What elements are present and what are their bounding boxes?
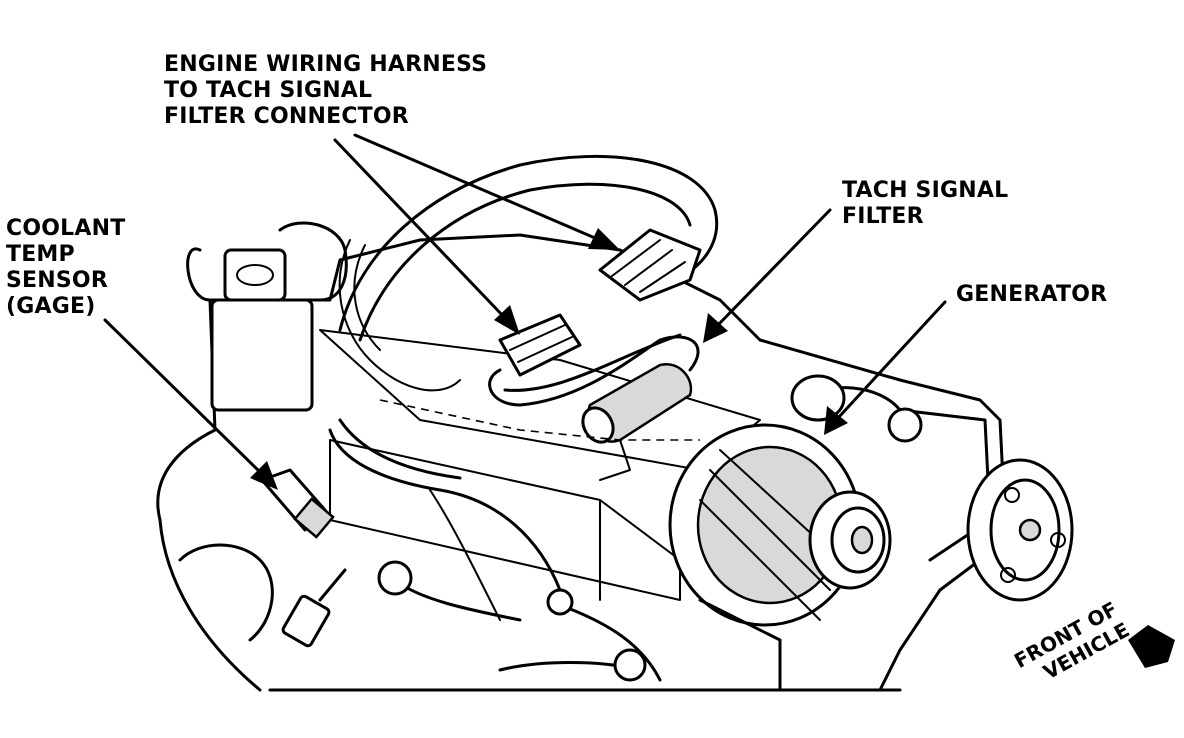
wire-bundle-2 [338, 418, 462, 480]
generator-label-text: GENERATOR [956, 282, 1108, 307]
harness-label-line-1: ENGINE WIRING HARNESS [164, 52, 488, 77]
coolant-label-line-3: SENSOR [6, 268, 108, 293]
fan-bolt-3 [1004, 487, 1020, 503]
harness-wrap-2 [353, 244, 381, 351]
lower-block-edge [158, 518, 262, 692]
coolant-label-line-4: (GAGE) [6, 294, 96, 319]
arrow-coolant-sensor [103, 318, 264, 476]
arrowhead-4 [824, 406, 848, 435]
fan-bolt-2 [1000, 567, 1016, 583]
wire-bundle-1 [328, 428, 562, 592]
coolant-label-line-2: TEMP [6, 242, 75, 267]
plug-wire-2 [558, 603, 662, 682]
plug-boot-2 [546, 588, 574, 616]
generator-shaft [850, 525, 874, 555]
harness-route-dash [379, 399, 700, 441]
harness-loop-outer [338, 155, 719, 332]
harness-loop-inner [358, 182, 692, 342]
coolant-label-line-1: COOLANT [6, 216, 126, 241]
left-exhaust [178, 543, 274, 642]
cap-right [887, 407, 923, 443]
filter-connector-shape [488, 313, 700, 407]
arrowhead-1 [494, 305, 520, 335]
harness-connector-label: ENGINE WIRING HARNESS TO TACH SIGNAL FIL… [164, 52, 487, 130]
arrow-tach-filter [716, 208, 832, 327]
arrow-harness-to-harness-conn [353, 133, 597, 240]
thermostat-housing [210, 298, 314, 412]
wire-bundle-3 [429, 489, 501, 621]
leader-lines [103, 133, 947, 490]
left-bolt [281, 594, 331, 648]
plug-wire-1 [393, 578, 522, 622]
tach-filter-shape [581, 362, 693, 481]
tach-label-line-2: FILTER [842, 204, 924, 229]
plug-boot-1 [377, 560, 413, 596]
arrowhead-3 [703, 313, 728, 343]
generator-shape [668, 423, 892, 692]
arrowhead-5 [250, 461, 278, 490]
fan-hub [1018, 518, 1042, 542]
harness-label-line-2: TO TACH SIGNAL [164, 78, 373, 103]
fitting-cap [236, 264, 274, 286]
arrow-harness-to-filter-conn [333, 138, 507, 320]
tach-label-line-1: TACH SIGNAL [842, 178, 1009, 203]
left-hose [186, 247, 212, 302]
harness-label-line-3: FILTER CONNECTOR [164, 104, 409, 129]
front-of-vehicle-arrow [1128, 625, 1175, 668]
fan-bolt-1 [1050, 532, 1066, 548]
left-stud [318, 568, 347, 602]
tach-filter-label: TACH SIGNAL FILTER [842, 178, 1008, 230]
arrowhead-2 [588, 228, 620, 250]
coolant-sensor-label: COOLANT TEMP SENSOR (GAGE) [6, 216, 125, 320]
harness-wrap [338, 239, 461, 392]
arrow-generator [836, 300, 947, 420]
coolant-sensor-shape [260, 468, 335, 539]
harness-connector-shape [598, 228, 702, 302]
idler-pulley [790, 374, 846, 422]
generator-label: GENERATOR [956, 282, 1107, 308]
right-hose [278, 221, 348, 302]
upper-fitting [223, 248, 287, 302]
plug-boot-3 [613, 648, 647, 682]
